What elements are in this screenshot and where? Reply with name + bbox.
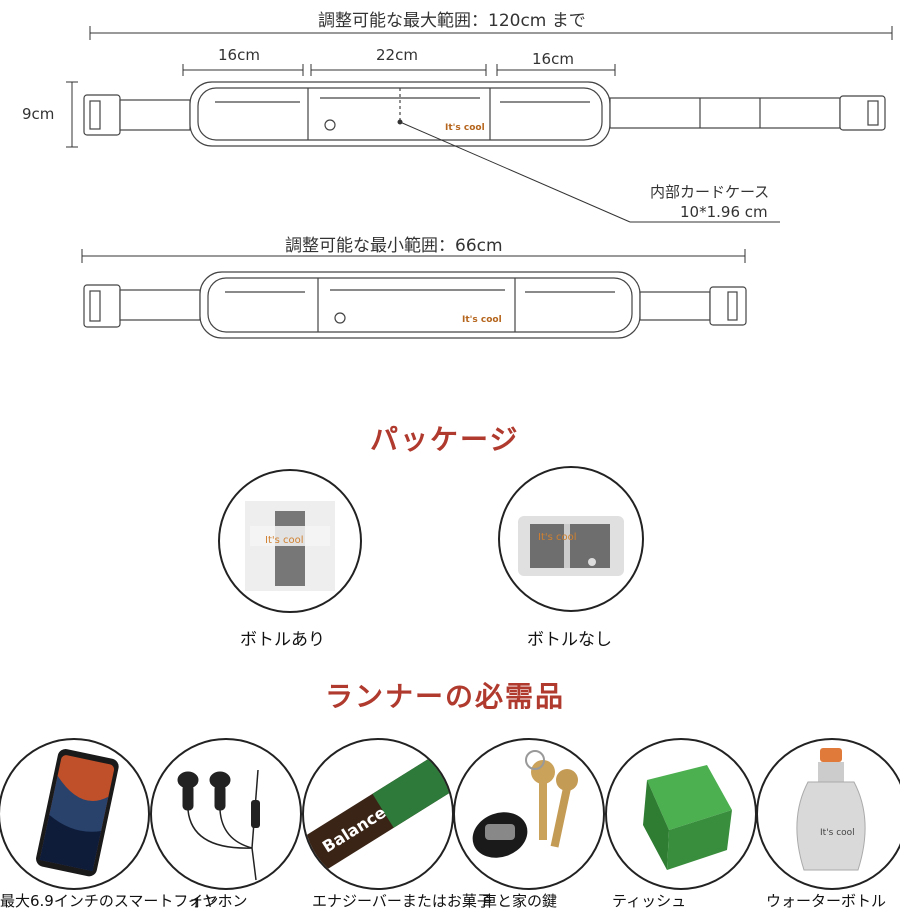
belt-max-drawing: [83, 81, 886, 147]
svg-text:It's cool: It's cool: [265, 535, 304, 546]
package-with-bottle-image: It's cool: [218, 469, 362, 613]
snack-bar-label: エナジーバーまたはお菓子: [312, 892, 492, 910]
package-without-bottle-image: It's cool: [498, 466, 644, 612]
smartphone-label: 最大6.9インチのスマートフォン: [0, 892, 219, 910]
snack-bar-icon: Balance: [302, 738, 454, 890]
package-with-bottle-label: ボトルあり: [240, 630, 325, 650]
runner-title: ランナーの必需品: [325, 680, 566, 713]
tissue-icon: [605, 738, 757, 890]
left-pocket-width: 16cm: [218, 46, 260, 64]
brand-logo-2: It's cool: [462, 315, 502, 325]
inner-case-label: 内部カードケース: [650, 183, 770, 201]
water-bottle-label: ウォーターボトル: [766, 892, 887, 910]
water-bottle-icon: It's cool: [756, 738, 900, 890]
min-range-label: 調整可能な最小範囲：66cm: [285, 236, 503, 256]
package-without-bottle-label: ボトルなし: [527, 630, 612, 650]
center-pocket-width: 22cm: [376, 46, 418, 64]
package-title: パッケージ: [370, 423, 520, 456]
keys-icon: [453, 738, 605, 890]
inner-case-size: 10*1.96 cm: [680, 203, 768, 221]
earphones-icon: [150, 738, 302, 890]
tissue-label: ティッシュ: [612, 892, 687, 910]
svg-text:It's cool: It's cool: [820, 828, 855, 838]
keys-label: 車と家の鍵: [482, 892, 558, 910]
belt-min-drawing: [83, 271, 747, 339]
brand-logo-1: It's cool: [445, 123, 485, 133]
svg-text:It's cool: It's cool: [538, 532, 577, 543]
max-range-label: 調整可能な最大範囲：120cm まで: [318, 11, 586, 31]
right-pocket-width: 16cm: [532, 50, 574, 68]
height-label: 9cm: [22, 105, 55, 123]
earphones-label: イヤホン: [188, 892, 248, 910]
smartphone-icon: [0, 738, 150, 890]
